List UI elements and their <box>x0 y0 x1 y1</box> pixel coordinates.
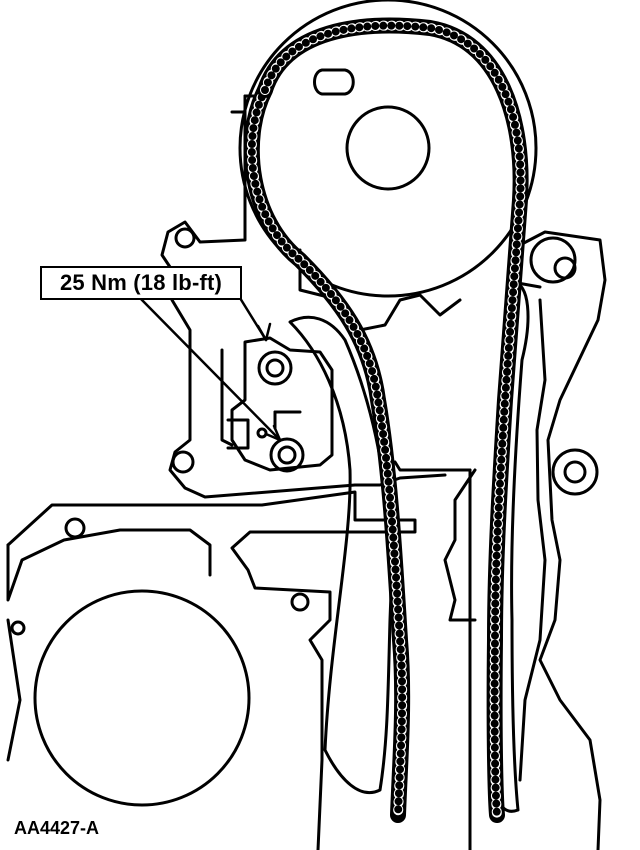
tensioner-bolt-upper <box>257 350 293 386</box>
bolt-holes <box>10 227 599 636</box>
chain-guide <box>288 315 393 795</box>
right-cover-edge <box>443 230 607 850</box>
torque-callout-box: 25 Nm (18 lb-ft) <box>40 266 242 300</box>
camshaft-sprocket <box>238 0 538 332</box>
crankshaft-bore <box>33 589 251 807</box>
tensioner-bolt-lower <box>269 437 305 473</box>
figure-id-label: AA4427-A <box>14 818 100 838</box>
torque-specification-label: 25 Nm (18 lb-ft) <box>59 270 223 295</box>
timing-chain <box>243 17 529 823</box>
front-cover-outline <box>6 490 417 850</box>
callout-leaders <box>138 296 282 442</box>
